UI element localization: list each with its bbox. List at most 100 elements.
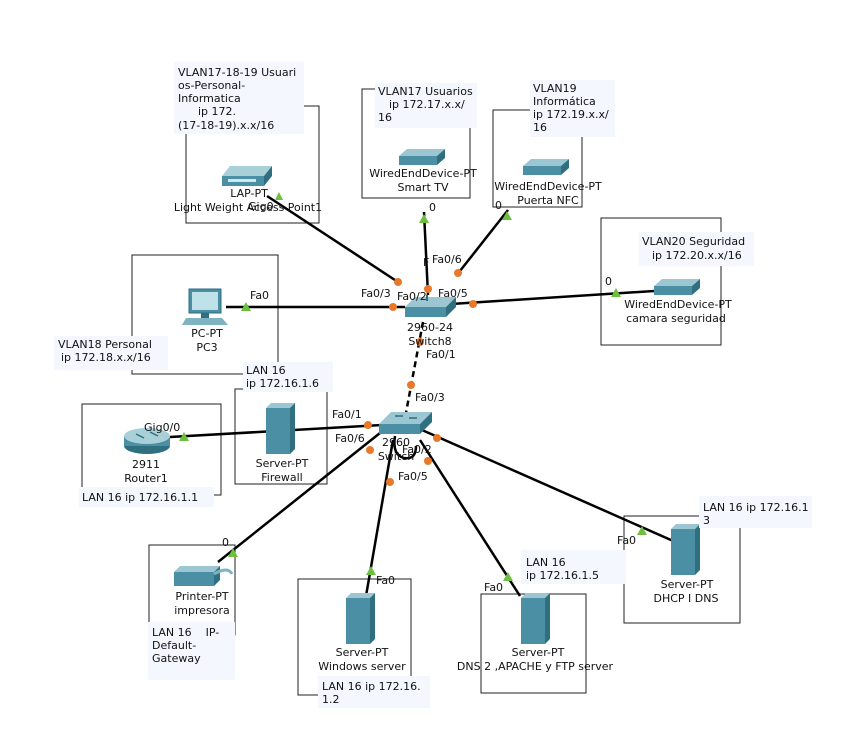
note-printer: LAN 16 IP- Default- Gateway xyxy=(152,626,219,665)
dns-model-label: Server-PT xyxy=(512,646,565,659)
note-firewall: LAN 16 ip 172.16.1.6 xyxy=(246,364,319,390)
link-tv-switch8[interactable] xyxy=(422,211,430,296)
dns-name-label: DNS 2 ,APACHE y FTP server xyxy=(457,660,614,673)
dns-server-icon[interactable] xyxy=(521,593,550,644)
note-dns: LAN 16 ip 172.16.1.5 xyxy=(526,556,599,582)
note-windows-bg xyxy=(318,676,430,708)
note-nfc-line-2: Informática xyxy=(533,95,596,108)
smart-tv-device-icon[interactable] xyxy=(399,149,445,165)
router-icon[interactable] xyxy=(124,428,170,454)
port-router-end: Gig0/0 xyxy=(144,421,180,434)
main-switch-icon[interactable] xyxy=(379,412,432,434)
note-printer-line-1: LAN 16 IP- xyxy=(152,626,219,639)
link-switch8-switch[interactable] xyxy=(403,321,425,419)
led-sw8-tv xyxy=(424,285,432,293)
dhcp-model-label: Server-PT xyxy=(661,578,714,591)
note-win-line-2: 1.2 xyxy=(322,693,340,706)
windows-server-icon[interactable] xyxy=(346,593,375,644)
led-windows xyxy=(366,566,376,575)
nfc-name-label: Puerta NFC xyxy=(517,194,579,207)
led-sw-fw xyxy=(364,421,372,429)
note-lap-line-2: os-Personal- xyxy=(178,79,245,92)
switch8-icon[interactable] xyxy=(405,295,456,317)
pc-icon[interactable] xyxy=(182,288,228,325)
led-sw-dns xyxy=(424,457,432,465)
led-sw8-cam xyxy=(469,300,477,308)
port-sw-dns: Fa0/2 xyxy=(402,443,432,456)
led-printer xyxy=(228,548,238,557)
note-lap: VLAN17-18-19 Usuari os-Personal- Informa… xyxy=(178,66,296,132)
led-sw8-nfc xyxy=(454,269,462,277)
note-nfc: VLAN19 Informática ip 172.19.x.x/ 16 xyxy=(533,82,609,134)
port-sw8-tv: F xyxy=(423,256,429,269)
led-sw-win xyxy=(386,478,394,486)
port-pc-end: Fa0 xyxy=(250,289,269,302)
note-dns-line-2: ip 172.16.1.5 xyxy=(526,569,599,582)
link-lap-switch8[interactable] xyxy=(266,194,399,284)
note-tv-line-3: 16 xyxy=(378,111,392,124)
note-pc: VLAN18 Personal ip 172.18.x.x/16 xyxy=(58,338,152,364)
link-dhcp-switch[interactable] xyxy=(421,428,681,546)
lap-name-label: Light Weight Access Point1 xyxy=(174,201,322,214)
note-cam-line-1: VLAN20 Seguridad xyxy=(642,235,745,248)
note-lap-line-4: ip 172. xyxy=(198,105,236,118)
port-win-end: Fa0 xyxy=(376,574,395,587)
link-switch-loop[interactable] xyxy=(393,435,418,460)
port-sw8-pc: Fa0/2 xyxy=(397,290,427,303)
led-lap xyxy=(275,192,283,200)
led-sw-uplink xyxy=(407,381,415,389)
port-dns-end: Fa0 xyxy=(484,581,503,594)
note-router-line-1: LAN 16 ip 172.16.1.1 xyxy=(82,491,198,504)
note-pc-bg xyxy=(54,336,168,370)
firewall-name-label: Firewall xyxy=(261,471,302,484)
note-cam-bg xyxy=(639,232,754,266)
note-lap-line-3: Informatica xyxy=(178,92,241,105)
note-lap-bg xyxy=(174,62,304,134)
links xyxy=(169,194,681,597)
port-tv-end: 0 xyxy=(429,201,436,214)
camera-group-box xyxy=(600,217,722,346)
note-dhcp-line-1: LAN 16 ip 172.16.1 xyxy=(703,501,809,514)
note-dns-bg xyxy=(521,550,626,584)
note-nfc-line-3: ip 172.19.x.x/ xyxy=(533,108,609,121)
link-printer-switch[interactable] xyxy=(217,432,381,563)
pc-model-label: PC-PT xyxy=(191,327,223,340)
port-cam-end: 0 xyxy=(605,275,612,288)
printer-icon[interactable] xyxy=(174,566,234,586)
note-pc-line-2: ip 172.18.x.x/16 xyxy=(61,351,151,364)
port-sw8-nfc: Fa0/6 xyxy=(432,253,462,266)
windows-model-label: Server-PT xyxy=(336,646,389,659)
link-switch8-camera[interactable] xyxy=(450,289,655,306)
note-dhcp-line-2: 3 xyxy=(703,514,710,527)
port-printer-end: 0 xyxy=(222,536,229,549)
port-dhcp-end: Fa0 xyxy=(617,534,636,547)
dhcp-server-icon[interactable] xyxy=(671,524,700,575)
note-pc-line-1: VLAN18 Personal xyxy=(58,338,152,351)
link-dns-switch[interactable] xyxy=(418,439,522,597)
port-sw8-uplink: Fa0/1 xyxy=(426,348,456,361)
printer-name-label: impresora xyxy=(174,604,230,617)
note-nfc-line-1: VLAN19 xyxy=(533,82,577,95)
note-router: LAN 16 ip 172.16.1.1 xyxy=(82,491,198,504)
nfc-door-device-icon[interactable] xyxy=(523,159,569,175)
note-nfc-bg xyxy=(530,80,615,137)
firewall-server-icon[interactable] xyxy=(266,403,295,454)
note-cam-line-2: ip 172.20.x.x/16 xyxy=(652,249,742,262)
led-tv xyxy=(419,214,429,223)
note-printer-line-3: Gateway xyxy=(152,652,201,665)
nfc-model-label: WiredEndDevice-PT xyxy=(494,180,602,193)
note-fw-line-2: ip 172.16.1.6 xyxy=(246,377,319,390)
access-point-icon[interactable] xyxy=(222,166,272,186)
camera-device-icon[interactable] xyxy=(654,279,700,295)
note-dhcp-bg xyxy=(699,496,812,528)
led-dns xyxy=(503,572,513,581)
switch-model-label: 2960 xyxy=(382,436,410,449)
note-dhcp: LAN 16 ip 172.16.1 3 xyxy=(703,501,809,527)
note-fw-line-1: LAN 16 xyxy=(246,364,286,377)
port-sw-fw2: Fa0/6 xyxy=(335,432,365,445)
note-lap-line-5: (17-18-19).x.x/16 xyxy=(178,119,274,132)
led-nfc xyxy=(502,211,512,220)
port-sw-win: Fa0/5 xyxy=(398,470,428,483)
lap-model-label: LAP-PT xyxy=(230,187,268,200)
link-nfc-switch8[interactable] xyxy=(455,209,509,277)
